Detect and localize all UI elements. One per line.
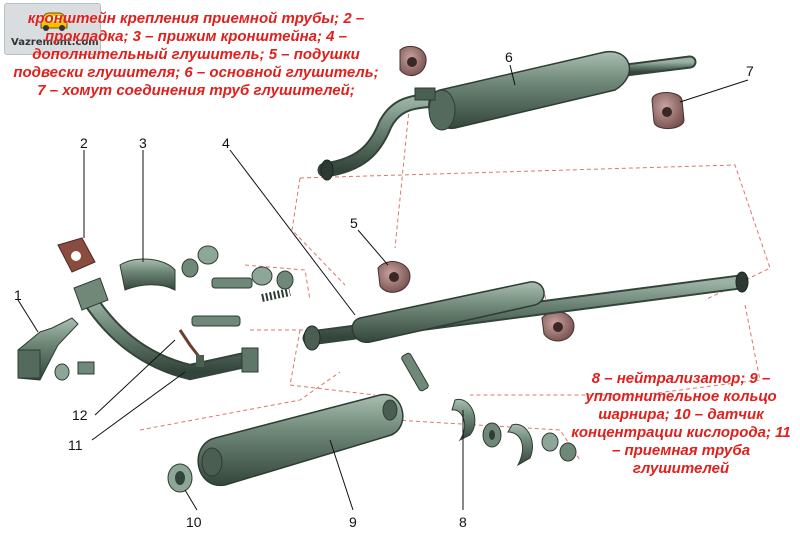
fasteners bbox=[54, 245, 429, 392]
car-logo-icon bbox=[40, 12, 68, 31]
intake-pipe bbox=[73, 277, 259, 381]
callout-11: 11 bbox=[68, 437, 83, 453]
watermark-site: Vazremont.com bbox=[11, 37, 99, 48]
joint-parts bbox=[451, 398, 577, 467]
bracket-clamp bbox=[119, 258, 176, 291]
caption-parts-1-7: кронштейн крепления приемной трубы; 2 – … bbox=[13, 10, 379, 99]
gasket bbox=[57, 237, 96, 273]
additional-muffler bbox=[302, 271, 749, 351]
site-watermark: Vazremont.com bbox=[4, 3, 101, 55]
callout-12: 12 bbox=[72, 407, 88, 423]
sealing-ring bbox=[167, 463, 193, 493]
dashed-guide-lines bbox=[139, 99, 771, 461]
callout-6: 6 bbox=[505, 49, 513, 65]
callout-numbers: 1 2 3 4 5 6 7 8 9 10 11 12 bbox=[14, 49, 754, 530]
callout-10: 10 bbox=[186, 514, 202, 530]
callout-leaders bbox=[17, 64, 749, 511]
callout-3: 3 bbox=[139, 135, 147, 151]
callout-2: 2 bbox=[80, 135, 88, 151]
catalytic-converter bbox=[197, 394, 404, 486]
callout-1: 1 bbox=[14, 287, 22, 303]
callout-8: 8 bbox=[459, 514, 467, 530]
oxygen-sensor bbox=[178, 329, 204, 367]
pipe-clamp bbox=[651, 92, 685, 129]
callout-4: 4 bbox=[222, 135, 230, 151]
muffler-hangers bbox=[377, 46, 575, 342]
callout-5: 5 bbox=[350, 215, 358, 231]
main-muffler bbox=[317, 50, 697, 181]
callout-7: 7 bbox=[746, 63, 754, 79]
intake-pipe-bracket bbox=[17, 317, 79, 381]
caption-parts-8-11: 8 – нейтрализатор; 9 – уплотнительное ко… bbox=[571, 370, 791, 477]
callout-9: 9 bbox=[349, 514, 357, 530]
